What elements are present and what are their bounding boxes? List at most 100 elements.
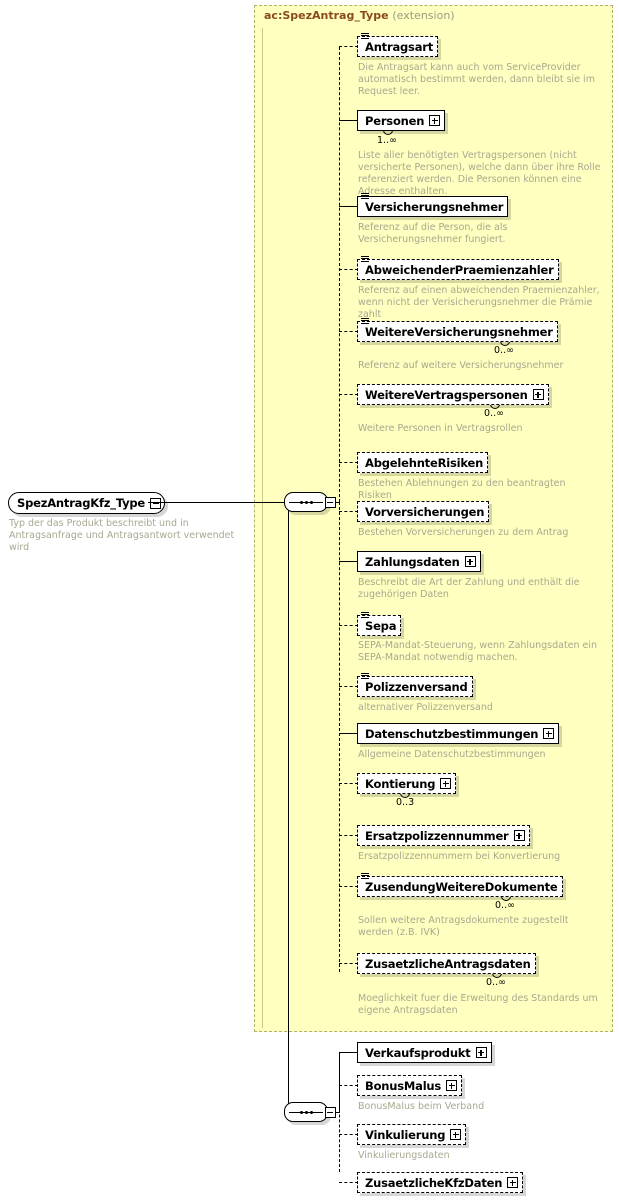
repeat-marker — [501, 897, 511, 902]
element-weiterevertragspersonen[interactable]: WeitereVertragspersonen — [357, 384, 549, 405]
plus-icon[interactable] — [513, 830, 525, 841]
element-label: Verkaufsprodukt — [365, 1045, 471, 1060]
own-rail — [339, 1055, 340, 1172]
plus-icon[interactable] — [440, 778, 452, 789]
element-abweichenderpraemienzahler[interactable]: AbweichenderPraemienzahler — [357, 256, 559, 280]
sequence-compositor-top[interactable] — [284, 492, 328, 512]
plus-icon[interactable] — [507, 1177, 519, 1188]
branch-line — [339, 686, 358, 687]
plus-icon[interactable] — [543, 728, 555, 739]
simple-type-icon — [361, 193, 369, 201]
sequence-bottom-minus-icon[interactable] — [325, 1107, 336, 1118]
element-label: Vorversicherungen — [365, 504, 485, 519]
branch-line — [339, 783, 358, 784]
inherited-rail-lower — [339, 502, 340, 972]
sequence-compositor-bottom[interactable] — [284, 1102, 328, 1122]
simple-type-icon — [361, 612, 369, 620]
plus-icon[interactable] — [446, 1080, 458, 1091]
branch-line — [339, 462, 358, 463]
element-label: AbweichenderPraemienzahler — [365, 262, 554, 277]
root-type-documentation: Typ der das Produkt beschreibt und in An… — [9, 518, 235, 553]
element-documentation: Bestehen Vorversicherungen zu dem Antrag — [358, 527, 569, 538]
cardinality-label: 1..∞ — [377, 135, 397, 146]
element-documentation: Sollen weitere Antragsdokumente zugestel… — [358, 915, 569, 938]
repeat-marker — [383, 131, 393, 136]
branch-line — [339, 331, 358, 332]
element-label: Sepa — [365, 618, 397, 633]
sequence-top-out-stub — [336, 502, 340, 503]
minus-icon[interactable] — [150, 497, 162, 509]
element-ersatzpolizzennummer[interactable]: Ersatzpolizzennummer — [357, 825, 530, 846]
element-zahlungsdaten[interactable]: Zahlungsdaten — [357, 551, 481, 572]
simple-type-icon — [361, 873, 369, 881]
plus-icon[interactable] — [450, 1129, 462, 1140]
element-sepa[interactable]: Sepa — [357, 612, 402, 636]
branch-line — [339, 835, 358, 836]
root-type-box[interactable]: SpezAntragKfz_Type — [8, 492, 166, 514]
element-label: Personen — [365, 113, 425, 128]
branch-line — [339, 1052, 358, 1053]
repeat-marker — [492, 974, 502, 979]
element-zusaetzlicheantragsdaten[interactable]: ZusaetzlicheAntragsdaten — [357, 953, 536, 974]
sequence-top-minus-icon[interactable] — [325, 497, 336, 508]
element-label: Ersatzpolizzennummer — [365, 828, 509, 843]
element-vorversicherungen[interactable]: Vorversicherungen — [357, 501, 490, 522]
element-kontierung[interactable]: Kontierung — [357, 773, 457, 794]
branch-line — [339, 394, 358, 395]
inherited-rail-upper — [339, 47, 340, 502]
element-documentation: alternativer Polizzenversand — [358, 702, 493, 713]
element-versicherungsnehmer[interactable]: Versicherungsnehmer — [357, 193, 509, 217]
branch-line — [339, 1182, 358, 1183]
plus-icon[interactable] — [532, 389, 544, 400]
plus-icon[interactable] — [475, 1047, 487, 1058]
element-label: Vinkulierung — [365, 1127, 446, 1142]
branch-line — [339, 561, 358, 562]
extension-qualifier: (extension) — [392, 9, 455, 22]
element-documentation: Ersatzpolizzennummern bei Konvertierung — [358, 851, 561, 862]
branch-line — [339, 625, 358, 626]
branch-line — [339, 206, 358, 207]
element-abgelehnterisiken[interactable]: AbgelehnteRisiken — [357, 452, 489, 473]
element-bonusmalus[interactable]: BonusMalus — [357, 1075, 463, 1096]
element-polizzenversand[interactable]: Polizzenversand — [357, 673, 473, 697]
simple-type-icon — [361, 256, 369, 264]
element-label: BonusMalus — [365, 1078, 442, 1093]
element-documentation: Bestehen Ablehnungen zu den beantragten … — [358, 478, 566, 501]
branch-line — [339, 1085, 358, 1086]
extension-panel-inner-guide — [262, 28, 263, 1028]
root-type-label: SpezAntragKfz_Type — [17, 496, 146, 510]
repeat-marker — [400, 794, 410, 799]
branch-line — [339, 886, 358, 887]
element-documentation: Referenz auf weitere Versicherungsnehmer — [358, 360, 564, 371]
element-documentation: Vinkulierungsdaten — [358, 1150, 450, 1161]
element-label: WeitereVersicherungsnehmer — [365, 324, 553, 339]
element-label: Antragsart — [365, 39, 434, 54]
element-documentation: SEPA-Mandat-Steuerung, wenn Zahlungsdate… — [358, 640, 598, 663]
element-zusendungweiteredokumente[interactable]: ZusendungWeitereDokumente — [357, 873, 563, 897]
extension-type-title: ac:SpezAntrag_Type (extension) — [264, 9, 455, 22]
branch-line — [339, 46, 358, 47]
element-label: ZusendungWeitereDokumente — [365, 879, 558, 894]
element-antragsart[interactable]: Antragsart — [357, 33, 439, 57]
element-documentation: BonusMalus beim Verband — [358, 1101, 485, 1112]
element-personen[interactable]: Personen — [357, 110, 446, 131]
element-datenschutzbestimmungen[interactable]: Datenschutzbestimmungen — [357, 723, 560, 744]
cardinality-label: 0..∞ — [486, 977, 506, 988]
cardinality-label: 0..3 — [396, 797, 415, 808]
plus-icon[interactable] — [464, 556, 476, 567]
element-label: Versicherungsnehmer — [365, 199, 504, 214]
element-label: AbgelehnteRisiken — [365, 455, 484, 470]
element-vinkulierung[interactable]: Vinkulierung — [357, 1124, 467, 1145]
element-label: Polizzenversand — [365, 679, 468, 694]
own-rail-solid — [339, 1052, 340, 1112]
plus-icon[interactable] — [429, 115, 441, 126]
element-documentation: Weitere Personen in Vertragsrollen — [358, 423, 523, 434]
element-weitereversicherungsnehmer[interactable]: WeitereVersicherungsnehmer — [357, 318, 558, 342]
branch-line — [339, 733, 358, 734]
element-zusaetzlichekfzdaten[interactable]: ZusaetzlicheKfzDaten — [357, 1172, 524, 1193]
element-verkaufsprodukt[interactable]: Verkaufsprodukt — [357, 1042, 492, 1063]
branch-line — [339, 511, 358, 512]
element-documentation: Moeglichkeit fuer die Erweitung des Stan… — [358, 993, 598, 1016]
cardinality-label: 0..∞ — [495, 900, 515, 911]
